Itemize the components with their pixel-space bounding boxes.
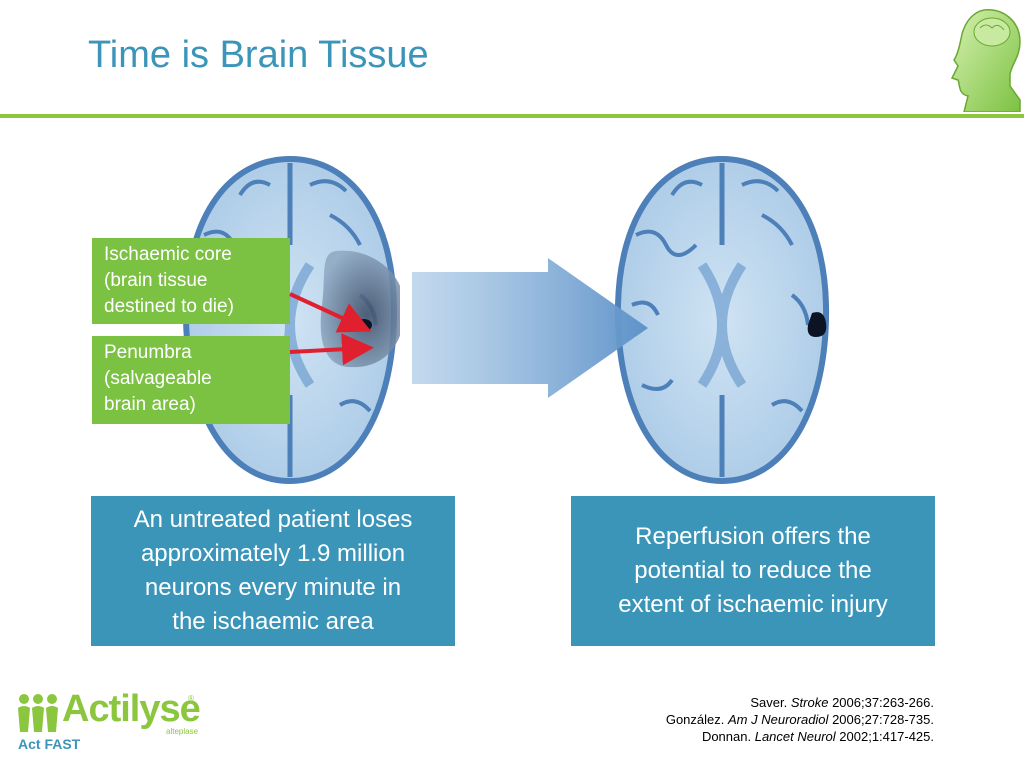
head-profile-icon xyxy=(950,9,1021,112)
actilyse-logo: Actilyse ® alteplase Act FAST xyxy=(16,688,201,754)
reference-line: Saver. Stroke 2006;37:263-266. xyxy=(750,695,934,710)
title-divider xyxy=(0,114,1024,118)
ischaemic-core-label: Ischaemic core (brain tissue destined to… xyxy=(92,238,290,324)
untreated-info-box: An untreated patient loses approximately… xyxy=(91,496,455,646)
transition-arrow-icon xyxy=(412,258,648,398)
brand-name: Actilyse xyxy=(62,688,201,730)
reference-line: González. Am J Neuroradiol 2006;27:728-7… xyxy=(665,712,934,727)
reference-line: Donnan. Lancet Neurol 2002;1:417-425. xyxy=(701,729,934,744)
brand-generic-name: alteplase xyxy=(166,727,199,736)
references: Saver. Stroke 2006;37:263-266. González.… xyxy=(666,694,934,745)
brand-tagline: Act FAST xyxy=(18,736,81,752)
brand-registered-mark: ® xyxy=(188,694,194,703)
actilyse-figures-icon xyxy=(18,694,58,732)
brain-illustration-reperfused xyxy=(614,155,830,485)
slide-title: Time is Brain Tissue xyxy=(88,34,429,76)
penumbra-label: Penumbra (salvageable brain area) xyxy=(92,336,290,424)
reperfusion-info-box: Reperfusion offers the potential to redu… xyxy=(571,496,935,646)
